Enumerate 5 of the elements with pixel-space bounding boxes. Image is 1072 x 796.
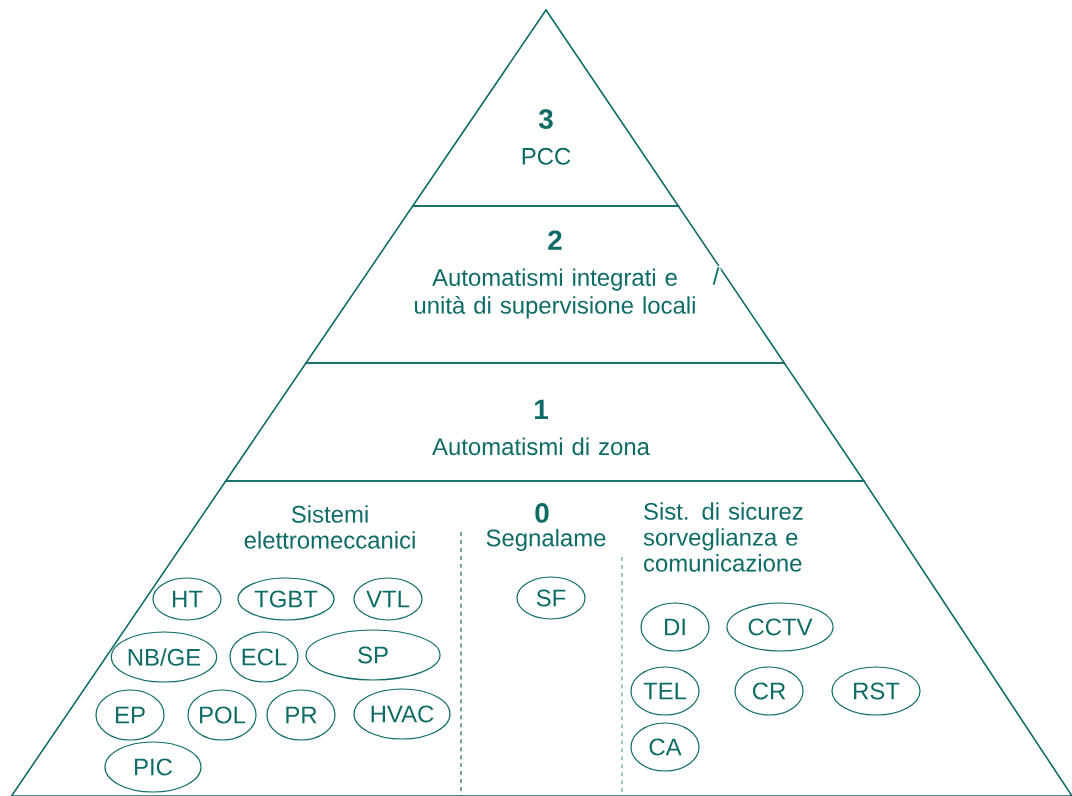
pyramid-band: 1 Automatismi di zona [224, 362, 866, 482]
column-heading: Segnalame [486, 528, 606, 552]
slash-mark: / [711, 265, 721, 287]
column-heading: Sistemi elettromeccanici [244, 505, 415, 549]
column-heading: Sist. di sicurez sorveglianza e comunicazione [643, 502, 803, 572]
